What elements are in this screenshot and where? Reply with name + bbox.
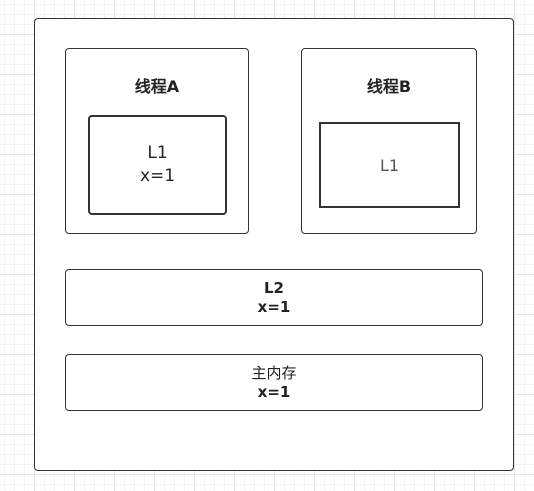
l2-cache-value: x=1 xyxy=(257,297,291,316)
main-memory-value: x=1 xyxy=(257,382,291,401)
thread-b-l1-cache: L1 xyxy=(319,122,460,208)
thread-a-l1-label: L1 xyxy=(147,143,168,163)
thread-a-l1-value: x=1 xyxy=(139,166,176,186)
thread-a-title: 线程A xyxy=(134,77,180,96)
l2-cache-label: L2 xyxy=(264,278,284,297)
thread-b-l1-label: L1 xyxy=(379,155,400,175)
thread-b-title: 线程B xyxy=(366,77,412,96)
main-memory-box: 主内存 x=1 xyxy=(65,354,483,411)
l2-cache-box: L2 x=1 xyxy=(65,269,483,326)
thread-a-l1-cache: L1 x=1 xyxy=(88,115,227,215)
main-memory-label: 主内存 xyxy=(251,363,297,382)
